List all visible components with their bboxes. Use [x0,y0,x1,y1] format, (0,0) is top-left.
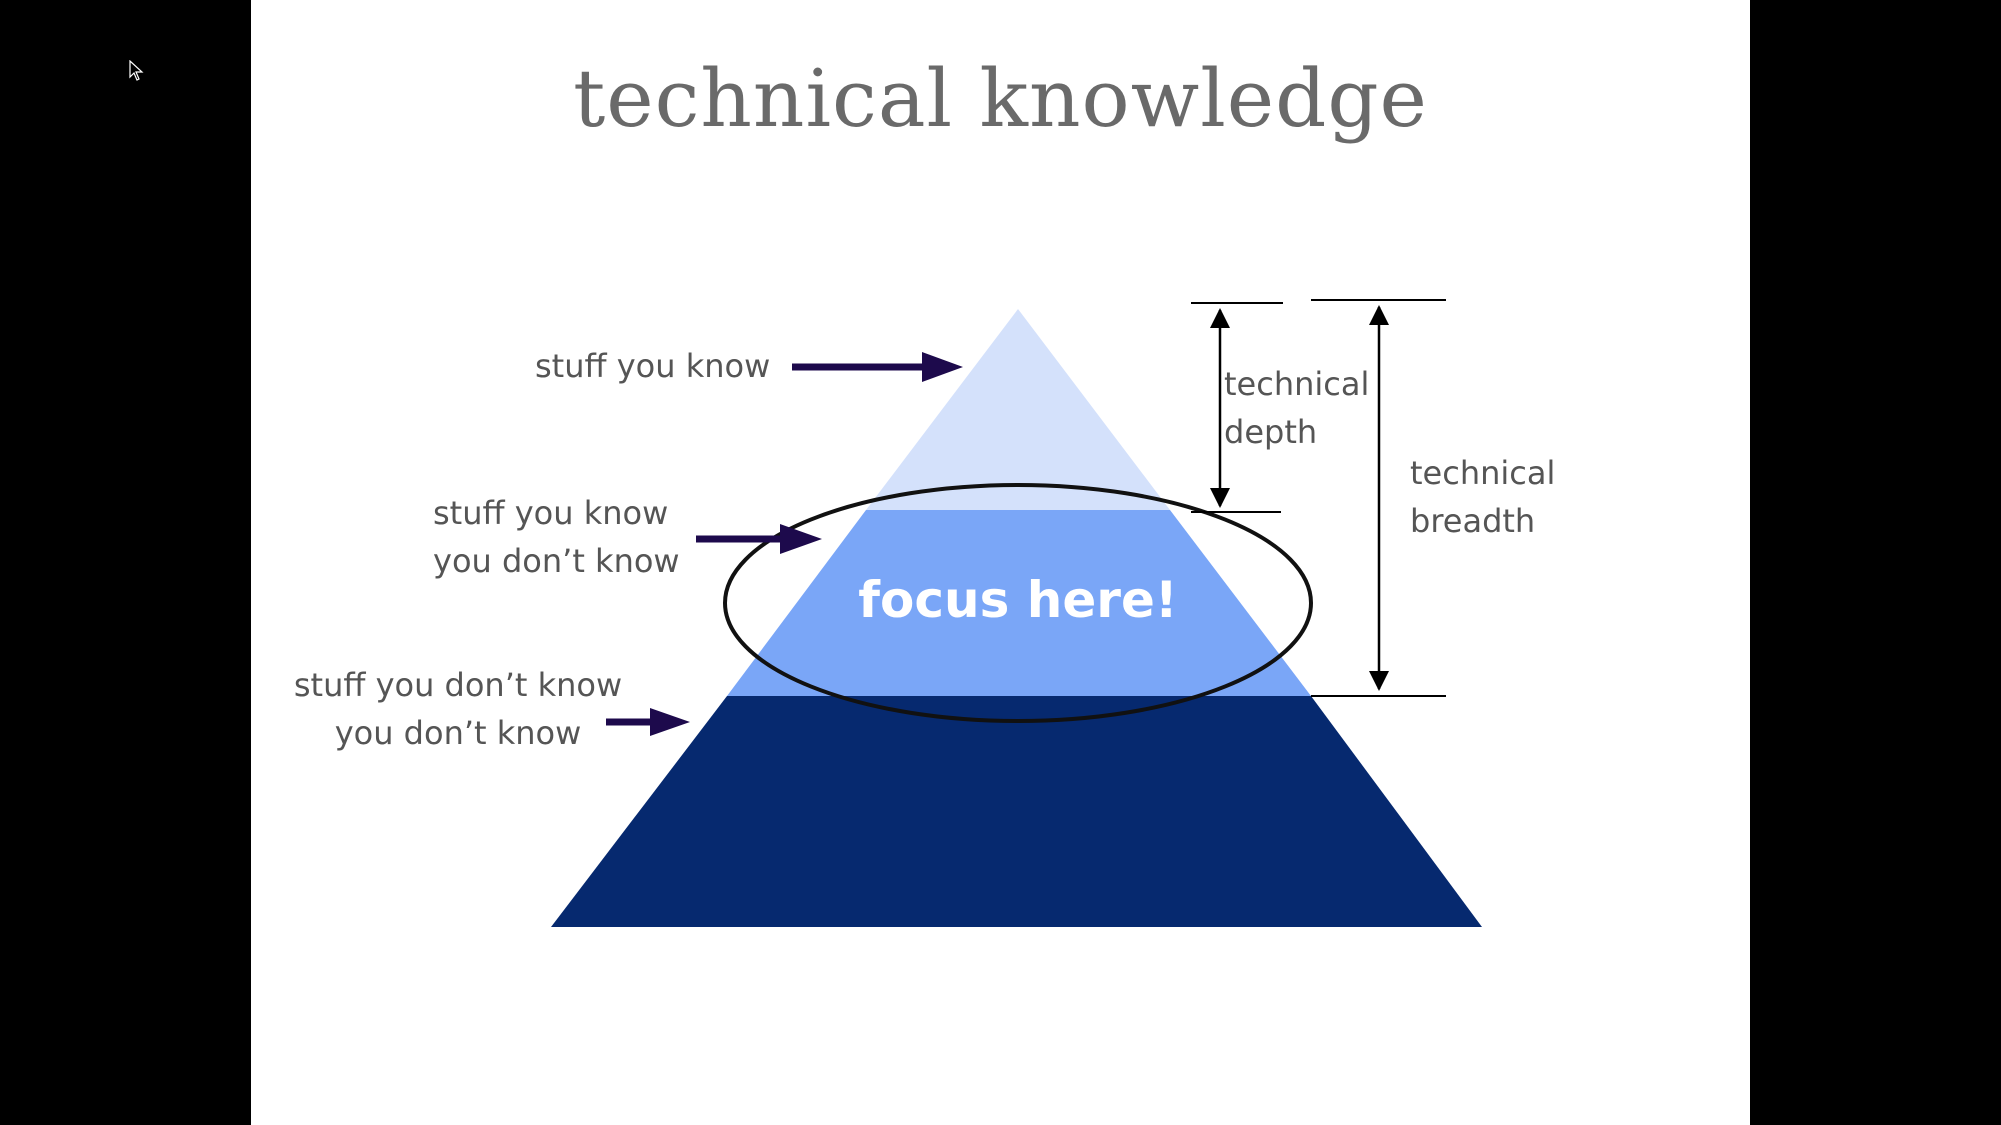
technical-breadth-bracket [1311,299,1446,697]
focus-ellipse [723,483,1313,723]
slide-title: technical knowledge [573,52,1428,145]
label-unknown-unknowns-line1: stuff you don’t know [294,666,622,704]
technical-depth-bracket [1191,302,1283,513]
pyramid-bottom-tier [551,696,1482,927]
label-unknown-unknowns-line2: you don’t know [335,714,582,752]
arrow-unknown-unknowns [606,708,690,736]
mouse-cursor-icon [129,60,144,81]
label-technical-breadth-line1: technical [1410,454,1555,492]
label-technical-depth-line2: depth [1224,413,1317,451]
label-stuff-you-know: stuff you know [535,347,770,385]
label-known-unknowns-line2: you don’t know [433,542,680,580]
arrow-known-unknowns [696,524,822,554]
label-technical-depth-line1: technical [1224,365,1369,403]
pyramid-middle-tier [727,510,1311,696]
arrow-stuff-you-know [792,352,963,382]
label-technical-breadth-line2: breadth [1410,502,1535,540]
focus-label: focus here! [858,571,1177,629]
label-known-unknowns-line1: stuff you know [433,494,668,532]
pyramid-top-tier [866,309,1170,510]
